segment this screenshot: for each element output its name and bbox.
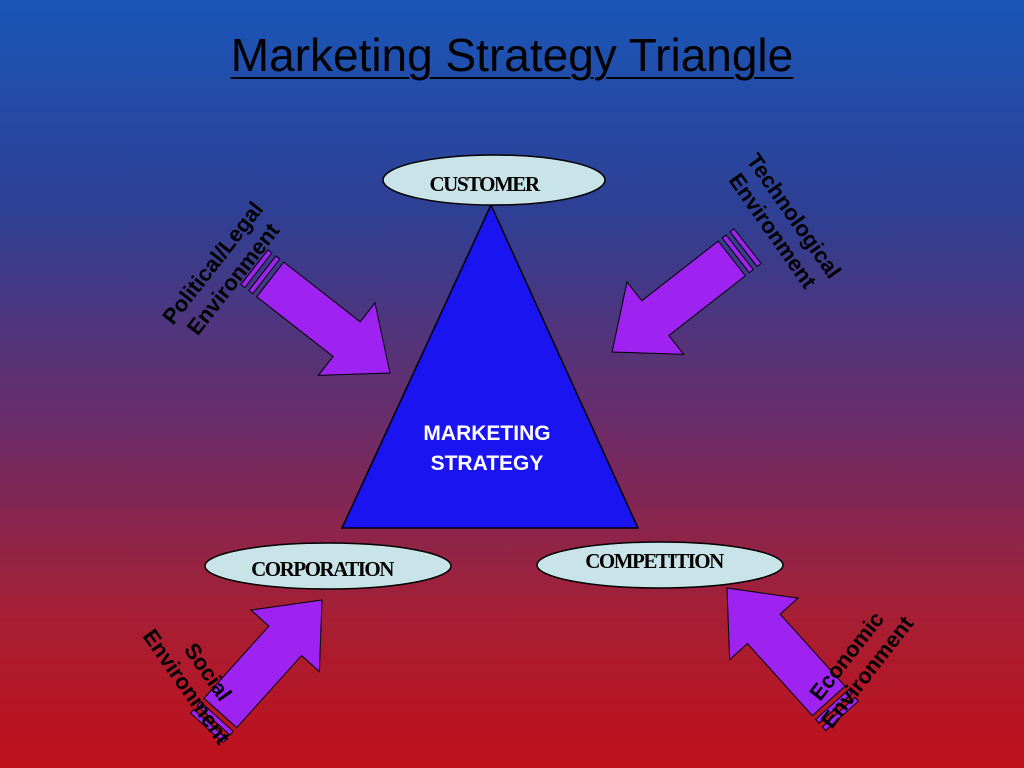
competition-oval: COMPETITION	[536, 541, 784, 589]
slide-title: Marketing Strategy Triangle	[230, 29, 794, 81]
corporation-label: CORPORATION	[251, 557, 394, 581]
center-label-line2: STRATEGY	[431, 452, 544, 475]
strategy-triangle	[340, 203, 640, 529]
technological-arrow	[583, 209, 777, 389]
customer-label: CUSTOMER	[430, 172, 541, 196]
center-label-line1: MARKETING	[423, 422, 550, 445]
corporation-oval: CORPORATION	[204, 542, 452, 590]
customer-oval: CUSTOMER	[382, 154, 606, 206]
competition-label: COMPETITION	[585, 549, 724, 573]
